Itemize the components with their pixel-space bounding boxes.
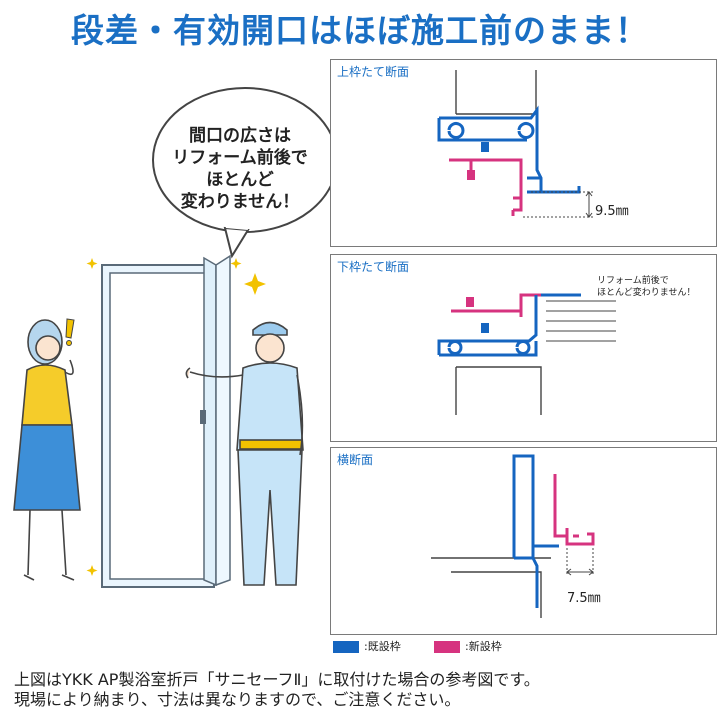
legend-label-existing: :既設枠: [364, 640, 401, 653]
note-line: ほとんど変わりません！: [597, 288, 696, 298]
speech-bubble: [152, 87, 330, 259]
bubble-line: リフォーム前後で: [172, 148, 308, 168]
dimension-label: 9.5㎜: [595, 204, 629, 219]
panel-horizontal-section: 横断面 7.5㎜: [330, 447, 717, 635]
woman-figure: [13, 319, 81, 581]
note-line: リフォーム前後で: [597, 276, 669, 286]
footer-line: 上図はYKK AP製浴室折戸「サニセーフⅡ」に取付けた場合の参考図です。: [14, 670, 540, 689]
panel-title: 下枠たて断面: [337, 260, 410, 274]
legend-swatch-new: [434, 641, 460, 653]
illustration-scene: [13, 87, 330, 588]
panel-title: 上枠たて断面: [337, 65, 410, 79]
dimension-label: 7.5㎜: [567, 591, 601, 606]
page-title: 段差・有効開口はほぼ施工前のまま！: [71, 11, 649, 50]
panel-title: 横断面: [337, 453, 374, 467]
bubble-line: 変わりません！: [180, 192, 300, 212]
panel-bottom-frame-section: 下枠たて断面 リフォーム前後で ほ: [330, 254, 717, 442]
bottom-section-drawing: [437, 293, 616, 415]
bubble-line: ほとんど: [206, 170, 274, 190]
footer-line: 現場により納まり、寸法は異なりますので、ご注意ください。: [14, 690, 461, 709]
horizontal-section-drawing: [431, 454, 595, 618]
panel-top-frame-section: 上枠たて断面 9.5㎜: [330, 59, 717, 247]
door-frame: [101, 254, 231, 588]
bubble-line: 間口の広さは: [189, 126, 291, 146]
worker-figure: [185, 321, 304, 586]
exclamation-icon: [65, 318, 75, 346]
top-section-drawing: [437, 70, 593, 218]
speech-bubble-text: 間口の広さは リフォーム前後で ほとんど 変わりません！: [160, 125, 320, 213]
footer-note: 上図はYKK AP製浴室折戸「サニセーフⅡ」に取付けた場合の参考図です。 現場に…: [14, 670, 720, 710]
bottom-note: リフォーム前後で ほとんど変わりません！: [597, 275, 695, 299]
legend-label-new: :新設枠: [465, 640, 502, 653]
legend-swatch-existing: [333, 641, 359, 653]
